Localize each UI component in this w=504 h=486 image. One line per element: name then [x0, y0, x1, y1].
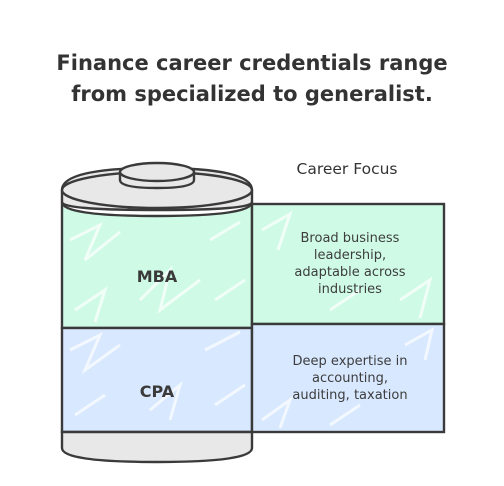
layer-mba-texture: [69, 220, 246, 323]
focus-box-cpa-texture: [261, 327, 435, 429]
desc-mba-line: adaptable across: [294, 265, 406, 280]
layer-cpa-shape: [60, 326, 254, 434]
title-line-1: Finance career credentials range: [56, 51, 448, 75]
career-focus-header: Career Focus: [296, 160, 398, 178]
diagram-title: Finance career credentials range from sp…: [0, 48, 504, 110]
title-line-2: from specialized to generalist.: [71, 82, 433, 106]
desc-mba-line: industries: [318, 282, 382, 297]
layer-mba-shape: [60, 201, 254, 330]
desc-mba-line: Broad business: [300, 231, 400, 246]
focus-box-mba-texture: [261, 210, 433, 319]
desc-mba-line: leadership,: [313, 248, 387, 263]
cylinder-bottom-cap: [60, 430, 254, 464]
layer-label-mba: MBA: [136, 267, 178, 286]
layer-cpa-texture: [69, 330, 246, 421]
desc-cpa-line: accounting,: [311, 371, 389, 386]
desc-cpa-line: auditing, taxation: [292, 388, 408, 403]
focus-box-mba: [250, 202, 446, 326]
layer-label-cpa: CPA: [139, 382, 175, 401]
focus-description-cpa: Deep expertise in accounting, auditing, …: [262, 353, 438, 404]
cylinder-knob-top: [118, 161, 196, 183]
focus-description-mba: Broad business leadership, adaptable acr…: [262, 230, 438, 298]
desc-cpa-line: Deep expertise in: [292, 354, 408, 369]
